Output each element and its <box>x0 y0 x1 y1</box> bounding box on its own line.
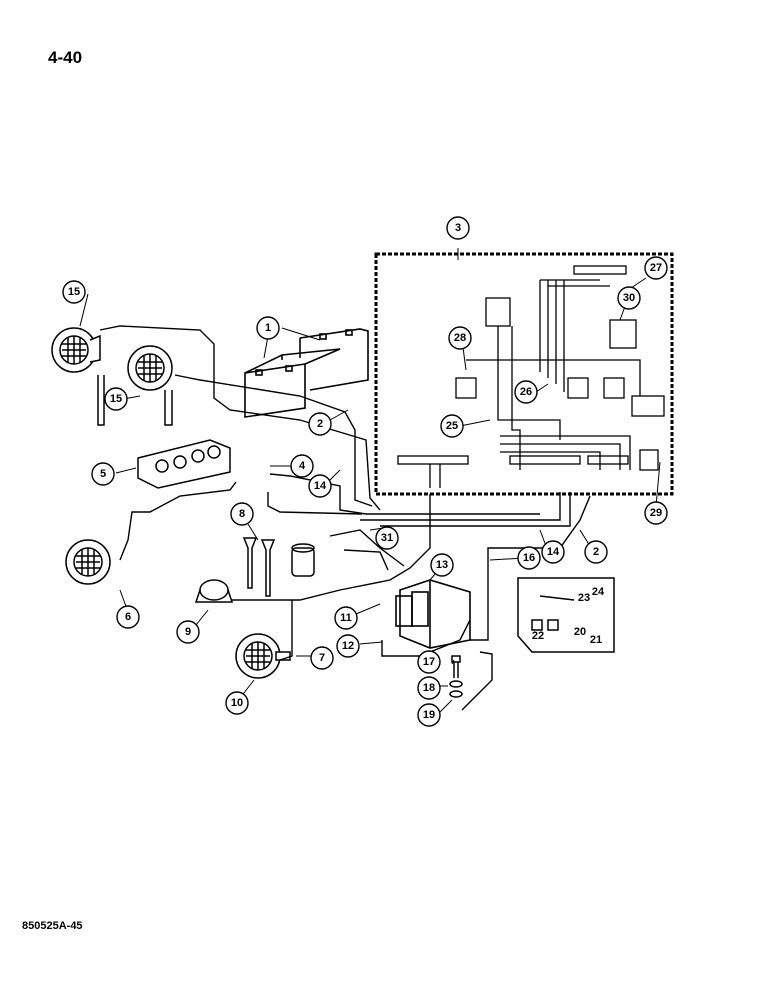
figure-code: 850525A-45 <box>22 920 83 932</box>
battery-icon <box>244 328 369 418</box>
callout-label: 25 <box>446 420 458 432</box>
callout-label: 5 <box>100 468 106 480</box>
inset-label: 21 <box>590 634 602 646</box>
callout-label: 2 <box>317 418 323 430</box>
page-number: 4-40 <box>48 48 83 67</box>
inset-label: 23 <box>578 592 590 604</box>
callout-label: 28 <box>454 332 466 344</box>
callout-label: 4 <box>299 460 306 472</box>
callout-label: 17 <box>423 656 435 668</box>
callout-label: 10 <box>231 697 243 709</box>
detail-inset <box>517 577 615 653</box>
beacon-icon <box>194 579 234 603</box>
callout-label: 31 <box>381 532 393 544</box>
cab-outline <box>374 252 674 496</box>
callout-label: 14 <box>314 480 327 492</box>
callout-label: 3 <box>455 222 461 234</box>
cab-wiring <box>397 265 665 488</box>
switch-bank-icon <box>137 439 231 489</box>
callout-label: 18 <box>423 682 435 694</box>
callout-label: 6 <box>125 611 131 623</box>
callout-label: 15 <box>68 286 80 298</box>
bolt-icon <box>449 655 463 698</box>
leader-lines <box>79 248 661 713</box>
callout-label: 13 <box>436 559 448 571</box>
callout-label: 9 <box>185 626 191 638</box>
inset-label: 22 <box>532 630 544 642</box>
callout-label: 7 <box>319 652 325 664</box>
callout-circles <box>62 216 668 727</box>
horn-icon <box>242 537 315 597</box>
callout-label: 8 <box>239 508 245 520</box>
callout-label: 1 <box>265 322 271 334</box>
callout-label: 11 <box>340 612 352 624</box>
inset-label: 24 <box>592 586 605 598</box>
relay-block-icon <box>395 579 471 649</box>
callout-label: 14 <box>547 546 560 558</box>
callout-label: 12 <box>342 640 354 652</box>
floodlight-icon <box>51 327 291 679</box>
callout-label: 26 <box>520 386 532 398</box>
callout-label: 30 <box>623 292 635 304</box>
callout-label: 2 <box>593 546 599 558</box>
callout-label: 29 <box>650 507 662 519</box>
callout-label: 19 <box>423 709 435 721</box>
callout-label: 16 <box>523 552 535 564</box>
inset-label: 20 <box>574 626 586 638</box>
callout-label: 27 <box>650 262 662 274</box>
callout-label: 15 <box>110 393 122 405</box>
